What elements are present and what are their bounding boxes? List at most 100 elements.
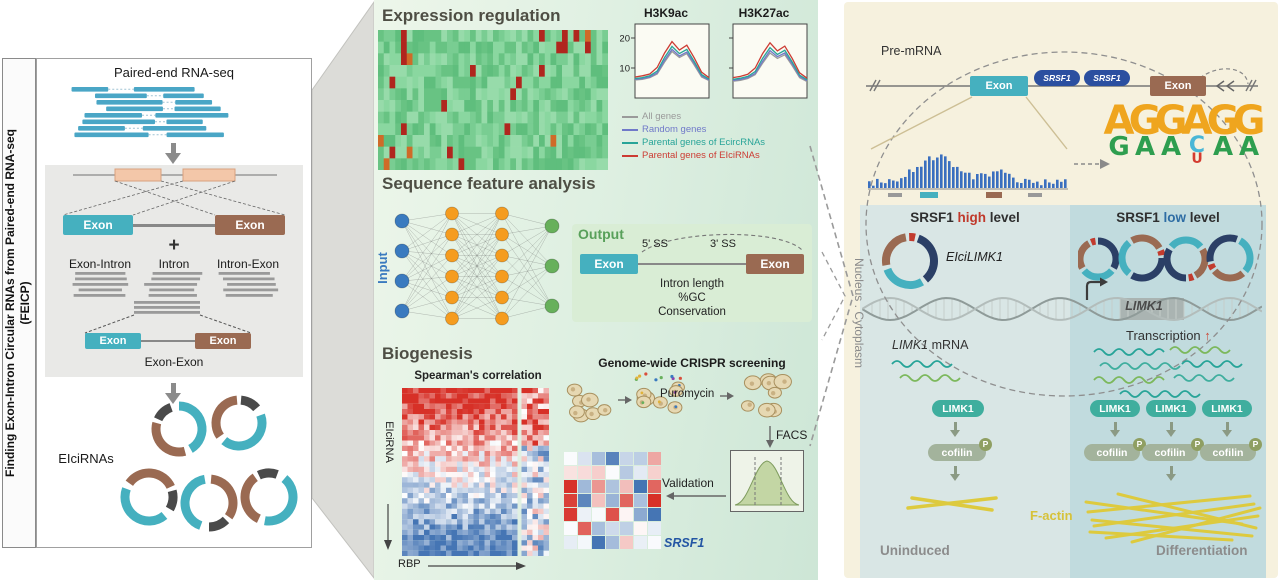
exon-box-brown: Exon bbox=[215, 215, 285, 235]
eicilimk1-label: EIciLIMK1 bbox=[946, 250, 1003, 264]
facs-label: FACS bbox=[776, 428, 808, 442]
category-exon-intron: Exon-Intron bbox=[68, 257, 132, 271]
ss5-label: 5' SS bbox=[642, 238, 668, 250]
uninduced-label: Uninduced bbox=[880, 543, 950, 558]
exon-exon-label: Exon-Exon bbox=[144, 355, 204, 369]
eicilimk1-circle bbox=[882, 233, 938, 289]
nucleus-cytoplasm-label: Nucleus . Cytoplasm bbox=[852, 257, 866, 369]
dna-helix-graphic bbox=[862, 296, 1262, 322]
transcription-up-arrow: ↑ bbox=[1204, 328, 1211, 343]
legend-item: Random genes bbox=[622, 123, 765, 136]
crispr-title: Genome-wide CRISPR screening bbox=[598, 356, 786, 370]
read-stacks-graphic bbox=[72, 272, 279, 297]
svg-text:10: 10 bbox=[620, 64, 630, 75]
circles-low-level bbox=[1078, 234, 1254, 282]
phospho-badge: P bbox=[979, 438, 992, 451]
nn-output-label: Output bbox=[578, 226, 624, 242]
validation-heatmap bbox=[564, 452, 661, 549]
workflow-arrow-1 bbox=[165, 143, 181, 172]
premrna-exon-teal: Exon bbox=[970, 76, 1028, 96]
factin-uninduced-graphic bbox=[906, 496, 998, 512]
spearman-heatmap bbox=[402, 388, 549, 556]
output-exon-5: Exon bbox=[580, 254, 638, 274]
factin-differentiation-graphic bbox=[1084, 492, 1262, 544]
legend-item: Parental genes of EIciRNAs bbox=[622, 149, 765, 162]
facs-distribution-graphic bbox=[734, 457, 800, 506]
pathway-arrow-u2 bbox=[950, 466, 960, 486]
limk1-pill-diff-1: LIMK1 bbox=[1090, 400, 1140, 417]
expression-title: Expression regulation bbox=[382, 6, 561, 25]
legend-item: Parental genes of EcircRNAs bbox=[622, 136, 765, 149]
feicp-title-rotated: Finding Exon-Intron Circular RNAs from P… bbox=[3, 59, 35, 547]
paired-end-title: Paired-end RNA-seq bbox=[114, 65, 234, 80]
limk1-gene-label: LIMK1 bbox=[1125, 299, 1163, 313]
chart-title-h3k9ac: H3K9ac bbox=[643, 6, 689, 20]
right-panel-connectors bbox=[870, 96, 1110, 169]
cells-cluster-1 bbox=[566, 383, 612, 423]
nucleus-boundary-graphic bbox=[865, 51, 1263, 397]
sequence-title: Sequence feature analysis bbox=[382, 174, 596, 193]
factin-label: F-actin bbox=[1030, 508, 1073, 523]
transcription-label: Transcription ↑ bbox=[1126, 328, 1211, 343]
pathway-arrow-d1 bbox=[1110, 422, 1120, 442]
biogenesis-arrows-graphic bbox=[384, 392, 774, 570]
category-intron-exon: Intron-Exon bbox=[216, 257, 280, 271]
nn-input-label: Input bbox=[375, 252, 390, 284]
validation-label: Validation bbox=[662, 476, 714, 490]
neural-network-graphic bbox=[394, 206, 560, 326]
limk1-pill-uninduced: LIMK1 bbox=[932, 400, 984, 417]
rbp-axis-label: RBP bbox=[398, 558, 421, 570]
legend-item: All genes bbox=[622, 110, 765, 123]
srsf1-low-header: SRSF1 low level bbox=[1116, 210, 1220, 225]
transcription-start-arrow bbox=[1085, 277, 1108, 300]
workflow-arrow-2 bbox=[165, 383, 181, 412]
paired-end-reads-graphic bbox=[71, 87, 229, 138]
expression-heatmap bbox=[378, 30, 608, 170]
srsf1-gene-label: SRSF1 bbox=[664, 536, 705, 550]
mrna-squiggles-low bbox=[891, 360, 961, 382]
ss3-label: 3' SS bbox=[710, 238, 736, 250]
junction-exon-teal: Exon bbox=[85, 333, 141, 349]
cells-cluster-library bbox=[634, 372, 685, 414]
phospho-badge: P bbox=[1249, 438, 1262, 451]
nn-output-box: Output 5' SS 3' SS Exon Exon Intron leng… bbox=[572, 224, 812, 322]
junction-exon-brown: Exon bbox=[195, 333, 251, 349]
pathway-arrow-u1 bbox=[950, 422, 960, 442]
mrna-squiggles-high bbox=[1093, 346, 1243, 398]
feature-conservation: Conservation bbox=[658, 306, 726, 318]
premrna-exon-brown: Exon bbox=[1150, 76, 1206, 96]
intron-line bbox=[133, 224, 215, 227]
limk1-pill-diff-3: LIMK1 bbox=[1202, 400, 1252, 417]
feature-intron-length: Intron length bbox=[660, 278, 724, 290]
category-intron: Intron bbox=[158, 257, 190, 271]
transcript-fragments-graphic bbox=[62, 168, 286, 216]
eicirnas-label: EIciRNAs bbox=[58, 451, 114, 466]
puromycin-label: Puromycin bbox=[660, 388, 715, 400]
pathway-arrow-d2 bbox=[1166, 422, 1176, 442]
pathway-arrow-d4 bbox=[1166, 466, 1176, 486]
eicirna-circles-graphic bbox=[120, 395, 298, 532]
feicp-title-strip: Finding Exon-Intron Circular RNAs from P… bbox=[2, 58, 36, 548]
junction-intron-line bbox=[141, 340, 195, 342]
feicp-workflow-panel: Paired-end RNA-seq Exon Exon + Exon-Intr… bbox=[36, 58, 312, 548]
output-intron-line bbox=[638, 263, 746, 265]
output-exon-3: Exon bbox=[746, 254, 804, 274]
pathway-arrow-d3 bbox=[1222, 422, 1232, 442]
limk1-mrna-label: LIMK1 mRNA bbox=[892, 338, 969, 352]
chart-title-h3k27ac: H3K27ac bbox=[738, 6, 790, 20]
facs-plot-box bbox=[730, 450, 804, 512]
splice-arc-graphic bbox=[641, 233, 803, 253]
feicp-title-line2: (FEICP) bbox=[18, 281, 32, 325]
